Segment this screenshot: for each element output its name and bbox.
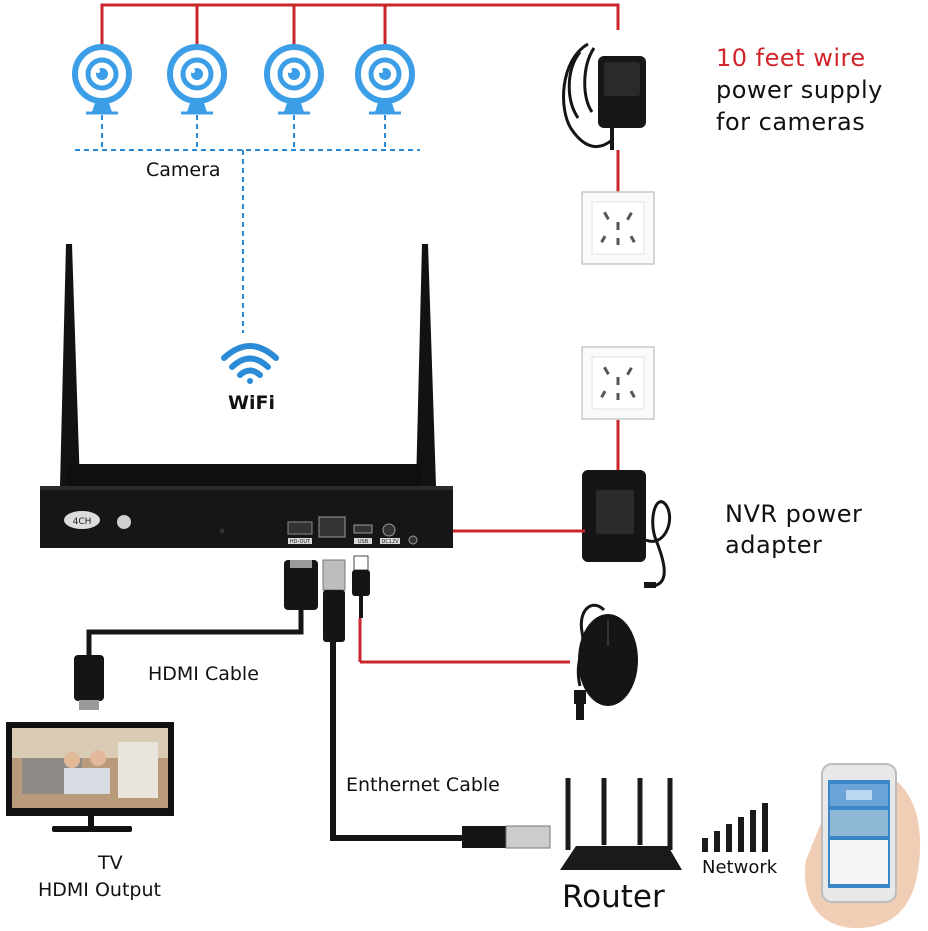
hdmi-plug-icon	[284, 560, 318, 610]
nvr-icon: 4CH HD-OUT USB DC12V	[40, 244, 453, 548]
hdmi-plug-icon	[74, 655, 104, 701]
nvr-port-usb-label: USB	[358, 539, 369, 545]
smartphone-icon	[804, 763, 921, 929]
wall-socket-icon	[581, 346, 655, 420]
nvr-power-adapter-icon	[582, 470, 672, 588]
tv-icon	[6, 722, 174, 832]
hdmi-cable	[74, 560, 318, 710]
wifi-icon	[221, 343, 279, 384]
wall-socket-icon	[581, 191, 655, 265]
ethernet-plug-icon	[462, 826, 506, 848]
tv-label-line2: HDMI Output	[38, 879, 161, 901]
nvr-adapter-label-line2: adapter	[725, 531, 823, 559]
router-label: Router	[562, 879, 665, 915]
wireless-links	[75, 115, 420, 333]
tv-label-line1: TV	[98, 852, 123, 874]
wifi-label: WiFi	[228, 392, 275, 414]
mouse-icon	[574, 603, 638, 720]
ethernet-cable	[322, 559, 551, 849]
nvr-port-hdmi-label: HD-OUT	[290, 539, 311, 545]
ethernet-plug-icon	[322, 559, 346, 591]
power-supply-label-line3: for cameras	[716, 108, 866, 136]
signal-bars-icon	[702, 803, 768, 852]
camera-power-wiring	[100, 3, 620, 192]
power-supply-label-line2: power supply	[716, 76, 883, 104]
camera-label: Camera	[146, 159, 221, 181]
nvr-adapter-label-line1: NVR power	[725, 500, 863, 528]
hdmi-cable-label: HDMI Cable	[148, 663, 259, 685]
usb-plug-icon	[352, 555, 370, 618]
nvr-channel-badge: 4CH	[73, 517, 92, 527]
camera-icon	[75, 47, 412, 113]
camera-power-adapter-icon	[562, 42, 646, 150]
network-label: Network	[702, 857, 778, 878]
router-icon	[560, 778, 682, 870]
power-supply-label-line1: 10 feet wire	[716, 44, 866, 72]
nvr-port-dc-label: DC12V	[381, 539, 399, 545]
ethernet-cable-label: Enthernet Cable	[346, 774, 500, 796]
